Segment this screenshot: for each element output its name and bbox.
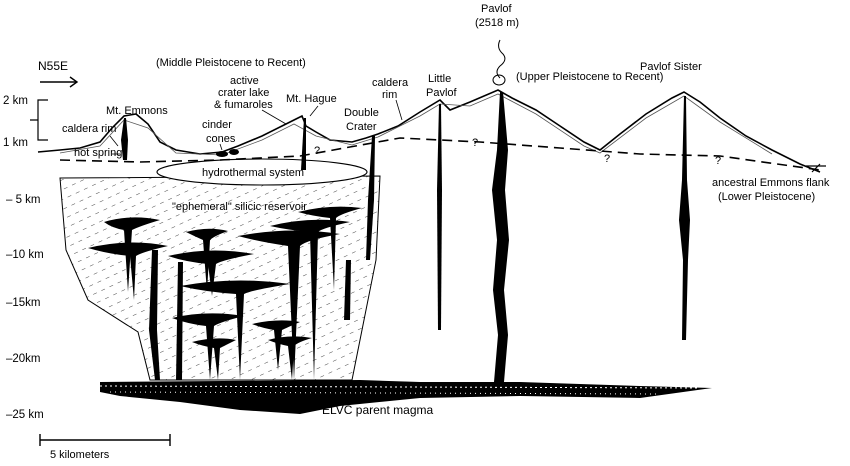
label-ancestral-flank-1: ancestral Emmons flank: [712, 177, 830, 189]
label-cinder-cones-2: cones: [206, 133, 236, 145]
conduit-pavlof: [492, 92, 509, 382]
conduit-emmons: [121, 118, 128, 160]
label-caldera-rim-left: caldera rim: [62, 123, 116, 135]
label-pavlof-sister: Pavlof Sister: [640, 61, 702, 73]
sill-4: [168, 250, 254, 296]
label-middle-pleistocene: (Middle Pleistocene to Recent): [156, 57, 306, 69]
label-active-1: active: [230, 75, 259, 87]
question-mark-1: ?: [314, 145, 320, 157]
conduit-double-crater: [366, 136, 375, 260]
sill-10: [252, 320, 300, 370]
feature-labels: Pavlof (2518 m) (Upper Pleistocene to Re…: [62, 3, 830, 417]
conduit-hague: [301, 118, 306, 170]
topographic-profile-shadow: [59, 93, 773, 156]
label-double-crater-1: Double: [344, 107, 379, 119]
magma-sills: [88, 206, 362, 380]
sill-5: [238, 230, 340, 380]
label-upper-pleistocene: (Upper Pleistocene to Recent): [516, 71, 663, 83]
conduit-pavlof-sister: [679, 96, 690, 340]
label-pavlof: Pavlof: [481, 3, 513, 15]
label-active-2: crater lake: [218, 87, 269, 99]
dike-left-2: [176, 262, 183, 380]
question-mark-4: ?: [715, 155, 721, 167]
pavlof-vent: [492, 74, 506, 86]
label-little-pavlof-2: Pavlof: [426, 87, 458, 99]
conduit-little-pavlof: [437, 104, 442, 330]
depth-label-20km: –20km: [6, 353, 41, 365]
label-mt-hague: Mt. Hague: [286, 93, 337, 105]
depth-axis: 2 km 1 km – 5 km –10 km –15km –20km –25 …: [3, 95, 48, 421]
elevation-bracket: [30, 99, 48, 141]
hydrothermal-ellipse: [156, 158, 368, 186]
question-mark-3: ?: [604, 153, 610, 165]
label-active-3: & fumaroles: [214, 99, 273, 111]
label-double-crater-2: Crater: [346, 121, 377, 133]
conduits: [121, 92, 690, 382]
scale-bar-label: 5 kilometers: [50, 449, 110, 461]
label-hydrothermal-system: hydrothermal system: [202, 167, 304, 179]
sill-1: [104, 217, 160, 292]
depth-label-10km: –10 km: [6, 249, 44, 261]
sill-3: [88, 242, 168, 300]
depth-label-25km: –25 km: [6, 409, 44, 421]
label-ancestral-flank-2: (Lower Pleistocene): [718, 191, 815, 203]
dike-right: [344, 260, 351, 320]
depth-label-5km: – 5 km: [6, 194, 41, 206]
label-silicic-reservoir: "ephemeral" silicic reservoir: [172, 201, 307, 213]
label-caldera-rim-right-1: caldera: [372, 77, 409, 89]
arrow-right-icon: [40, 76, 79, 88]
sill-12: [268, 336, 312, 380]
leader-lines: [109, 99, 403, 155]
depth-label-2km: 2 km: [3, 95, 28, 107]
label-little-pavlof-1: Little: [428, 73, 451, 85]
question-mark-2: ?: [472, 137, 478, 149]
label-cinder-cones-1: cinder: [202, 119, 232, 131]
label-pavlof-elev: (2518 m): [475, 17, 519, 29]
label-parent-magma: ELVC parent magma: [322, 403, 433, 417]
orientation-text: N55E: [38, 59, 68, 73]
pavlof-plume-squiggle: [496, 39, 506, 79]
label-hot-spring: hot spring: [74, 147, 122, 159]
cinder-cones-blobs: [216, 149, 239, 157]
ancestral-surface-dashed: [59, 137, 821, 171]
dike-left: [149, 250, 160, 380]
depth-label-1km: 1 km: [3, 137, 28, 149]
orientation-label: N55E: [38, 59, 79, 88]
label-caldera-rim-right-2: rim: [382, 89, 397, 101]
depth-label-15km: –15km: [6, 297, 41, 309]
ancestral-flank-marker: [806, 163, 826, 173]
parent-magma-layer: [99, 380, 712, 414]
scale-bar: 5 kilometers: [39, 434, 171, 461]
topographic-profile: [37, 89, 821, 173]
sill-11: [192, 338, 236, 380]
label-mt-emmons: Mt. Emmons: [106, 105, 168, 117]
